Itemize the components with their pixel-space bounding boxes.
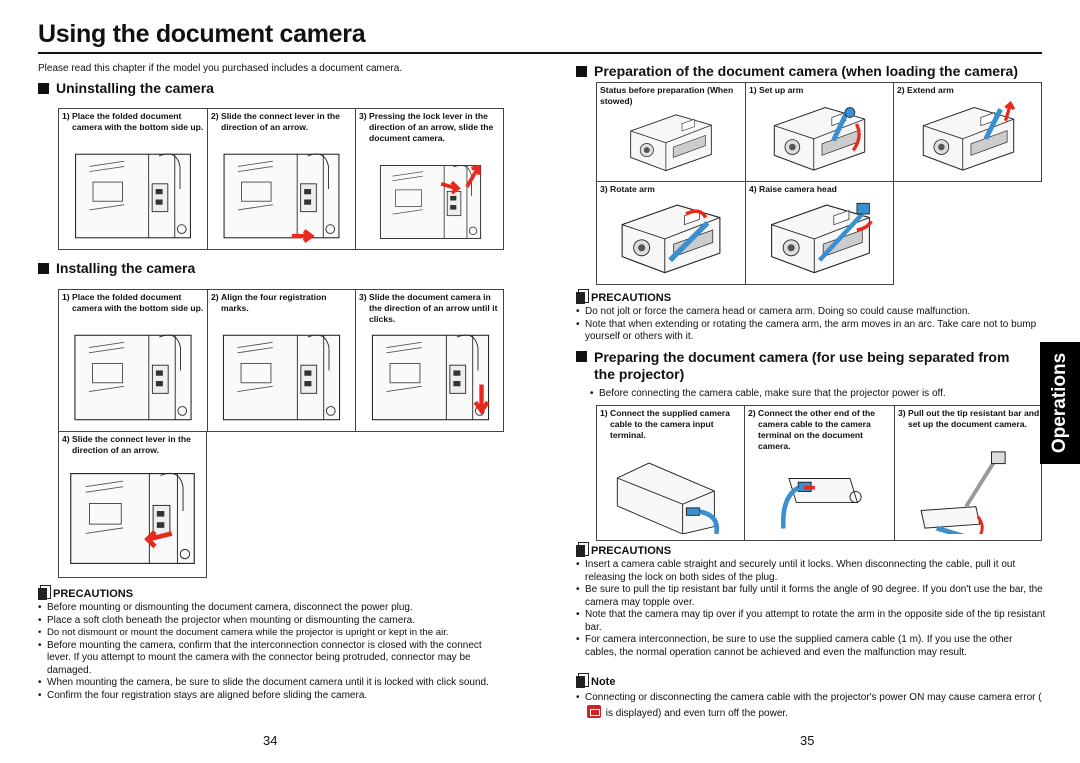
uninstall-heading: Uninstalling the camera <box>38 80 214 96</box>
list-item: For camera interconnection, be sure to u… <box>576 634 1046 659</box>
page-title: Using the document camera <box>38 20 366 48</box>
uninstall-step-1: 1)Place the folded document camera with … <box>59 109 208 249</box>
preparation-heading: Preparation of the document camera (when… <box>576 63 1018 79</box>
camera-input-terminal-illustration <box>605 450 736 534</box>
precautions-heading: PRECAUTIONS <box>576 289 671 304</box>
separated-step-2: 2)Connect the other end of the camera ca… <box>745 406 895 540</box>
square-bullet-icon <box>38 82 49 94</box>
install-heading: Installing the camera <box>38 260 195 276</box>
separated-steps-box: 1)Connect the supplied camera cable to t… <box>596 405 1042 541</box>
list-item: Be sure to pull the tip resistant bar fu… <box>576 584 1046 609</box>
list-item: Place a soft cloth beneath the projector… <box>38 615 508 628</box>
install-step-3: 3)Slide the document camera in the direc… <box>356 290 505 431</box>
precautions-list: Before mounting or dismounting the docum… <box>38 602 508 702</box>
set-up-arm-illustration <box>754 101 885 175</box>
install-step-1: 1)Place the folded document camera with … <box>59 290 208 431</box>
registration-marks-illustration <box>216 330 347 425</box>
preparation-row-2: 3)Rotate arm 4)Raise camera head <box>596 181 894 285</box>
list-item: Before connecting the camera cable, make… <box>590 388 1030 401</box>
list-item: Before mounting the camera, confirm that… <box>38 640 508 678</box>
list-item: Note that the camera may tip over if you… <box>576 609 1046 634</box>
precautions-list: Insert a camera cable straight and secur… <box>576 559 1046 659</box>
preparation-row-1: Status before preparation (When stowed) … <box>596 82 1042 182</box>
list-item: Connecting or disconnecting the camera c… <box>576 692 1046 720</box>
install-steps-box: 1)Place the folded document camera with … <box>58 289 504 432</box>
install-step-4: 4)Slide the connect lever in the directi… <box>58 431 207 578</box>
extend-arm-illustration <box>902 101 1035 175</box>
uninstall-step-3: 3)Pressing the lock lever in the directi… <box>356 109 505 249</box>
precautions-list: Do not jolt or force the camera head or … <box>576 306 1046 344</box>
projector-illustration <box>605 109 737 175</box>
separated-step-3: 3)Pull out the tip resistant bar and set… <box>895 406 1043 540</box>
notebook-icon <box>576 673 589 688</box>
list-item: When mounting the camera, be sure to sli… <box>38 677 508 690</box>
list-item: Confirm the four registration stays are … <box>38 690 508 703</box>
notebook-icon <box>576 289 589 304</box>
raise-camera-head-illustration <box>754 198 887 278</box>
lock-lever-illustration <box>364 161 497 243</box>
list-item: Note that when extending or rotating the… <box>576 319 1046 344</box>
uninstall-step-2: 2)Slide the connect lever in the directi… <box>208 109 356 249</box>
intro-text: Please read this chapter if the model yo… <box>38 63 403 74</box>
uninstall-steps-box: 1)Place the folded document camera with … <box>58 108 504 250</box>
preparation-step-stowed: Status before preparation (When stowed) <box>597 83 746 181</box>
list-item: Do not jolt or force the camera head or … <box>576 306 1046 319</box>
notebook-icon <box>38 585 51 600</box>
tip-resistant-bar-illustration <box>903 446 1035 534</box>
bottom-view-illustration <box>67 330 199 425</box>
note-heading: Note <box>576 673 615 688</box>
list-item: Insert a camera cable straight and secur… <box>576 559 1046 584</box>
precautions-heading: PRECAUTIONS <box>38 585 133 600</box>
square-bullet-icon <box>576 351 587 362</box>
preparation-step-2: 2)Extend arm <box>894 83 1043 181</box>
section-tab: Operations <box>1040 342 1080 464</box>
rotate-arm-illustration <box>605 198 737 278</box>
slide-camera-illustration <box>364 330 497 425</box>
connect-lever-illustration <box>67 466 198 571</box>
list-item: Do not dismount or mount the document ca… <box>38 627 508 640</box>
page-number: 35 <box>800 733 815 748</box>
precautions-heading: PRECAUTIONS <box>576 542 671 557</box>
note-list: Connecting or disconnecting the camera c… <box>576 692 1046 720</box>
separated-heading: Preparing the document camera (for use b… <box>576 349 1026 383</box>
preparation-step-1: 1)Set up arm <box>746 83 894 181</box>
page-number: 34 <box>263 733 278 748</box>
preparation-step-4: 4)Raise camera head <box>746 182 895 284</box>
list-item: Before mounting or dismounting the docum… <box>38 602 508 615</box>
square-bullet-icon <box>38 262 49 274</box>
bottom-view-illustration <box>67 149 199 243</box>
install-step-2: 2)Align the four registration marks. <box>208 290 356 431</box>
preparation-step-3: 3)Rotate arm <box>597 182 746 284</box>
camera-error-icon <box>587 704 601 718</box>
connect-lever-illustration <box>216 149 347 243</box>
separated-note: Before connecting the camera cable, make… <box>590 388 1030 401</box>
title-rule <box>38 52 1042 54</box>
separated-step-1: 1)Connect the supplied camera cable to t… <box>597 406 745 540</box>
square-bullet-icon <box>576 65 587 77</box>
notebook-icon <box>576 542 589 557</box>
camera-terminal-illustration <box>753 460 886 534</box>
